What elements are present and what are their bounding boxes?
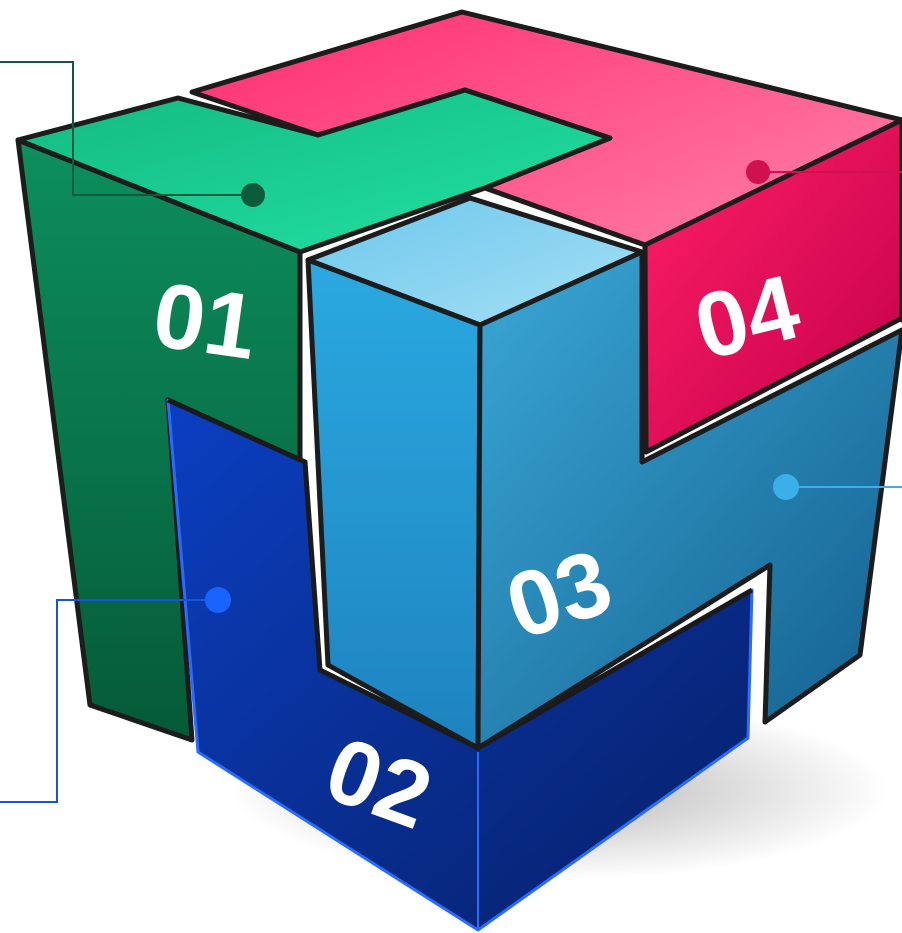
piece-03-right-face (475, 249, 902, 751)
callout-01-dot (241, 183, 265, 207)
callout-04-dot (746, 160, 770, 184)
piece-01-top-face (15, 87, 613, 255)
piece-04-number: 04 (685, 256, 809, 380)
piece-04-front-face (642, 117, 902, 455)
callout-04 (746, 160, 902, 184)
piece-01-number: 01 (147, 264, 263, 379)
callout-02-dot (205, 587, 231, 613)
callout-02-line (0, 599, 218, 803)
callout-01-line (0, 61, 252, 196)
callout-02 (0, 587, 231, 803)
callout-03-dot (773, 474, 799, 500)
piece-02 (166, 397, 754, 932)
piece-01 (15, 87, 613, 743)
callout-01 (0, 61, 265, 207)
piece-04 (189, 9, 902, 455)
piece-03 (305, 195, 902, 751)
piece-02-edge (166, 397, 754, 751)
callout-03 (773, 474, 902, 500)
